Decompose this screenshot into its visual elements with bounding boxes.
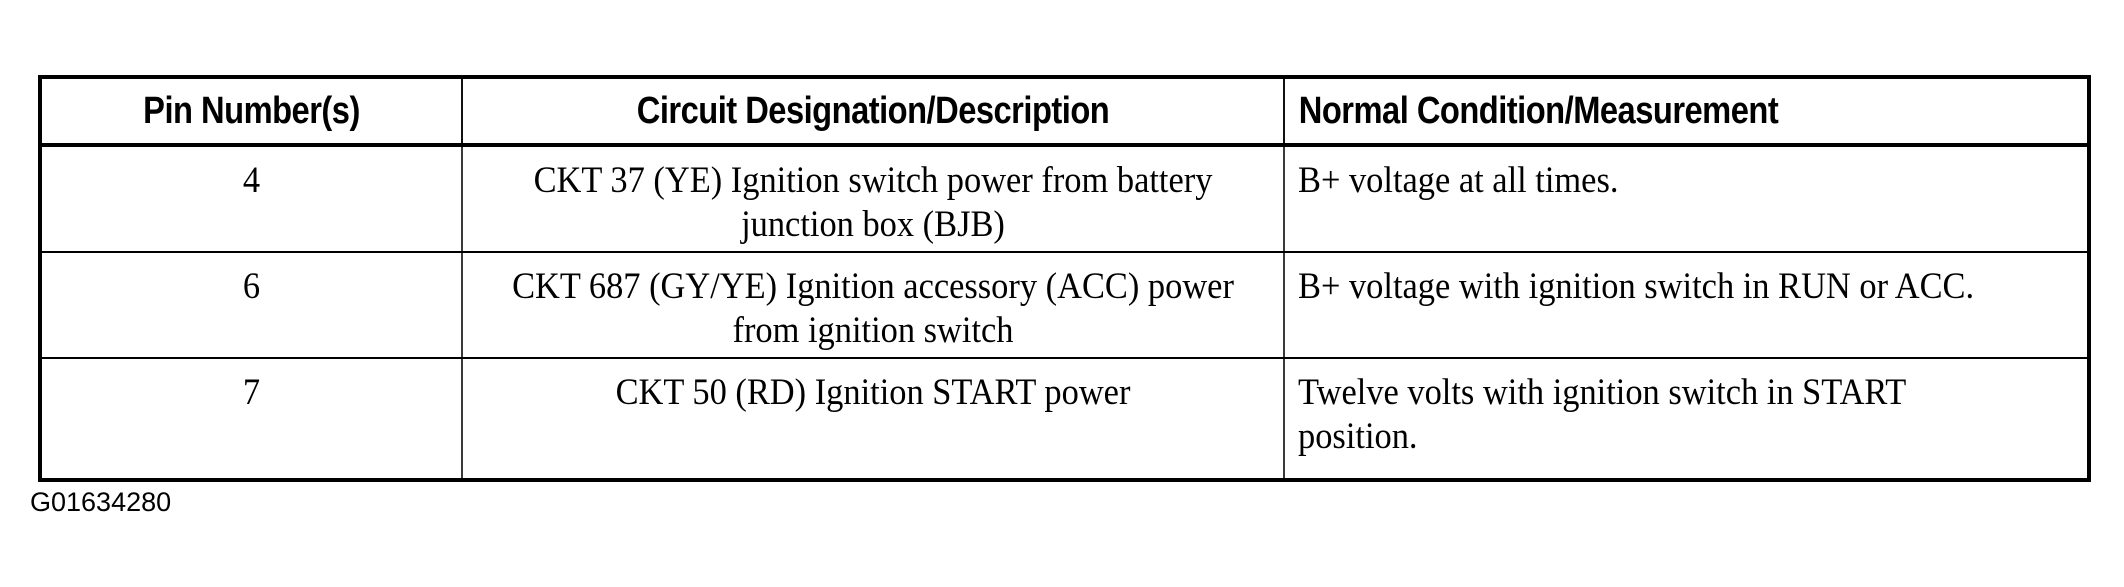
table-row: 6 CKT 687 (GY/YE) Ignition accessory (AC… — [40, 252, 2089, 359]
cell-pin-number: 7 — [40, 358, 463, 480]
column-header-pin-number: Pin Number(s) — [40, 77, 463, 147]
cell-pin-number: 6 — [40, 252, 463, 359]
cell-circuit-description: CKT 50 (RD) Ignition START power — [462, 358, 1285, 480]
circuit-description-value: CKT 50 (RD) Ignition START power — [615, 372, 1131, 413]
normal-condition-value: B+ voltage at all times. — [1298, 160, 1619, 201]
column-header-circuit-description-label: Circuit Designation/Description — [636, 89, 1110, 132]
pin-assignment-table: Pin Number(s) Circuit Designation/Descri… — [38, 75, 2091, 482]
cell-normal-condition: Twelve volts with ignition switch in STA… — [1284, 358, 2089, 480]
pin-number-value: 7 — [242, 372, 261, 413]
pin-number-value: 4 — [242, 160, 261, 201]
circuit-description-value: CKT 687 (GY/YE) Ignition accessory (ACC)… — [512, 266, 1234, 351]
cell-circuit-description: CKT 687 (GY/YE) Ignition accessory (ACC)… — [462, 252, 1285, 359]
table-header-row: Pin Number(s) Circuit Designation/Descri… — [40, 77, 2089, 147]
cell-normal-condition: B+ voltage with ignition switch in RUN o… — [1284, 252, 2089, 359]
normal-condition-value: B+ voltage with ignition switch in RUN o… — [1298, 266, 1975, 307]
cell-circuit-description: CKT 37 (YE) Ignition switch power from b… — [462, 145, 1285, 253]
normal-condition-value: Twelve volts with ignition switch in STA… — [1298, 372, 1906, 457]
cell-pin-number: 4 — [40, 145, 463, 253]
column-header-pin-number-label: Pin Number(s) — [143, 89, 360, 132]
circuit-description-value: CKT 37 (YE) Ignition switch power from b… — [533, 160, 1213, 245]
table-row: 4 CKT 37 (YE) Ignition switch power from… — [40, 145, 2089, 253]
table-header: Pin Number(s) Circuit Designation/Descri… — [40, 77, 2089, 147]
figure-caption: G01634280 — [30, 487, 172, 517]
column-header-normal-condition-label: Normal Condition/Measurement — [1298, 89, 1779, 132]
column-header-normal-condition: Normal Condition/Measurement — [1284, 77, 2089, 147]
table-row: 7 CKT 50 (RD) Ignition START power Twelv… — [40, 358, 2089, 480]
pin-number-value: 6 — [242, 266, 261, 307]
cell-normal-condition: B+ voltage at all times. — [1284, 145, 2089, 253]
table-body: 4 CKT 37 (YE) Ignition switch power from… — [40, 145, 2089, 480]
column-header-circuit-description: Circuit Designation/Description — [462, 77, 1285, 147]
